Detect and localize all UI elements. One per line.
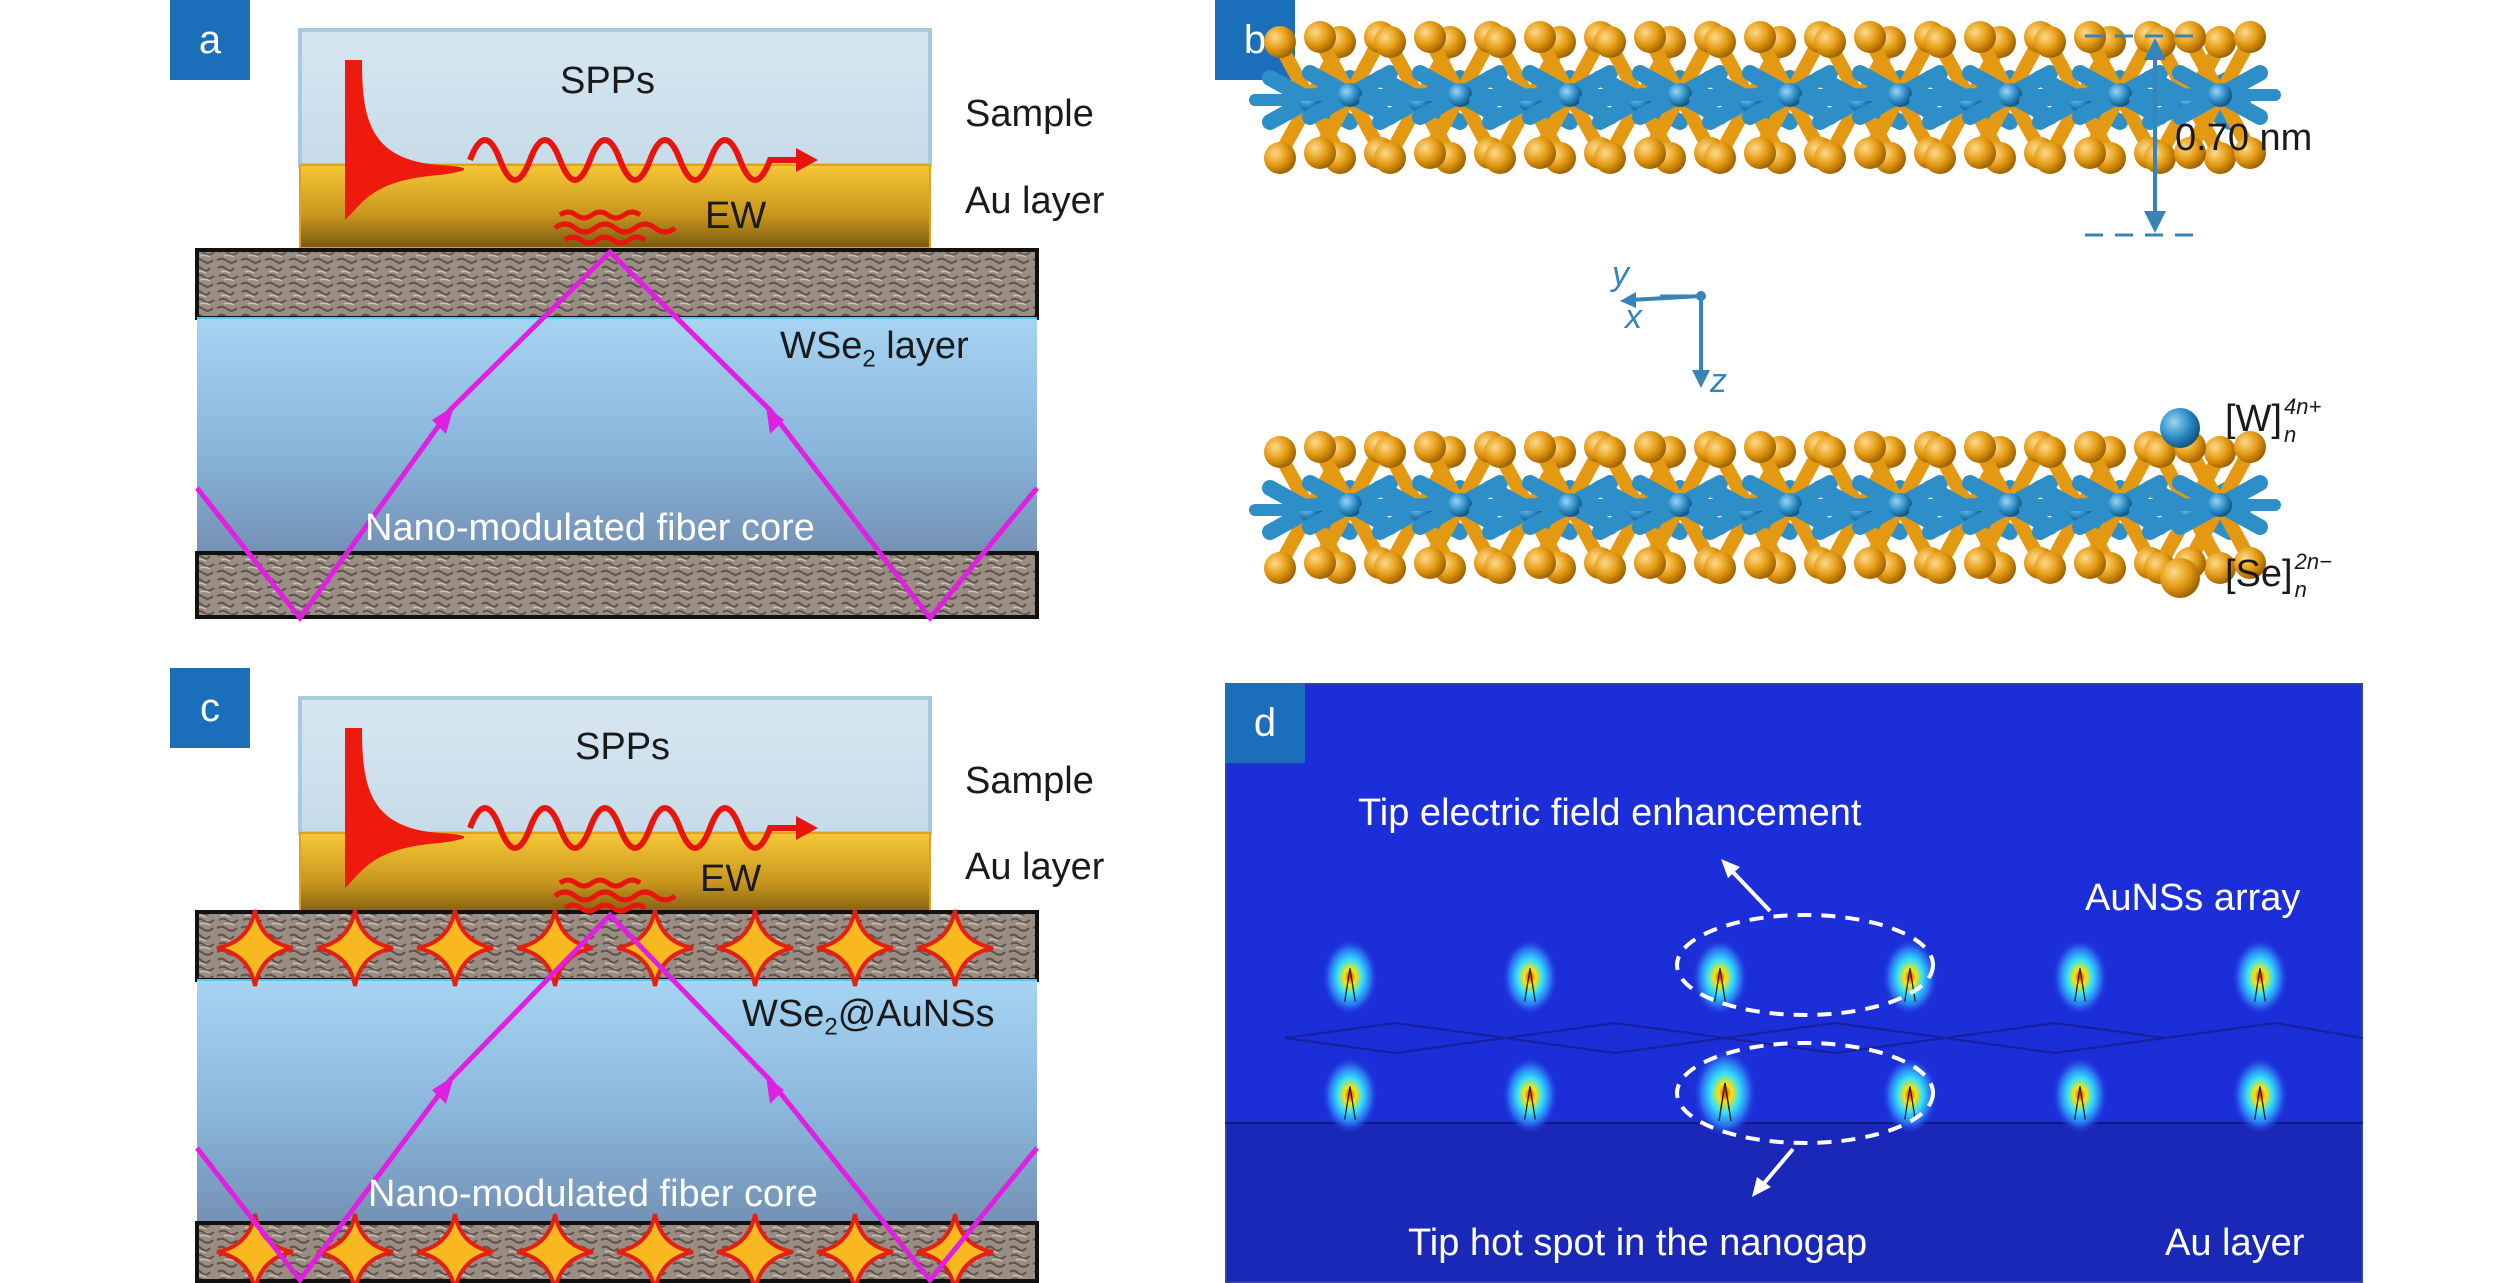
sample-block: [298, 28, 932, 167]
b-axis-z: z: [1710, 362, 1727, 400]
fiber-core: [197, 318, 1037, 553]
b-legend-se: [Se] 2n− n: [2225, 549, 2332, 602]
d-tip-field-label: Tip electric field enhancement: [1358, 792, 1862, 834]
hotspot: [1501, 1055, 1559, 1135]
hotspot: [2231, 937, 2289, 1017]
panel-tag-d: d: [1225, 683, 1305, 763]
ew-wave: [553, 209, 677, 246]
light-ray: [195, 911, 1039, 1283]
panel-b-crystal: [1200, 0, 2520, 598]
spp-wave: [467, 137, 800, 183]
panel-tag-c: c: [170, 668, 250, 748]
legend-se-atom: [2160, 558, 2200, 598]
spp-wave: [467, 805, 800, 851]
hotspot: [2231, 1055, 2289, 1135]
hotspot: [1501, 937, 1559, 1017]
a-layer-label: WSe2 layer: [780, 325, 969, 373]
tip-field-ellipse: [1675, 913, 1935, 1017]
hotspot: [1321, 1055, 1379, 1135]
d-au-label: Au layer: [2165, 1222, 2305, 1264]
ew-wave: [553, 877, 677, 914]
axes-icon: [1620, 291, 1710, 388]
panel-d-field-map: [1225, 683, 2363, 1283]
b-legend-w: [W] 4n+ n: [2225, 394, 2322, 447]
hotspot: [2051, 1055, 2109, 1135]
c-layer-label: WSe2@AuNSs: [742, 993, 995, 1041]
a-spps-label: SPPs: [560, 60, 656, 102]
b-thickness-label: 0.70 nm: [2175, 117, 2313, 159]
a-au-label: Au layer: [965, 180, 1105, 222]
a-sample-label: Sample: [965, 93, 1094, 135]
light-ray: [195, 248, 1039, 623]
c-ew-label: EW: [700, 858, 762, 900]
c-core-label: Nano-modulated fiber core: [368, 1173, 818, 1215]
b-axis-x: x: [1625, 298, 1642, 336]
d-hot-spot-label: Tip hot spot in the nanogap: [1408, 1222, 1868, 1264]
panel-c-diagram: [195, 696, 1039, 1283]
spp-field-profile: [345, 60, 465, 220]
panel-tag-a: a: [170, 0, 250, 80]
hotspot: [1321, 937, 1379, 1017]
legend-w-atom: [2160, 408, 2200, 448]
sample-block: [298, 696, 932, 835]
wse2-bottom-layer: [1255, 431, 2275, 584]
c-sample-label: Sample: [965, 760, 1094, 802]
a-ew-label: EW: [705, 195, 767, 237]
c-spps-label: SPPs: [575, 726, 671, 768]
a-core-label: Nano-modulated fiber core: [365, 507, 815, 549]
nanogap-ellipse: [1675, 1041, 1935, 1145]
hotspot: [2051, 937, 2109, 1017]
wse2-top-layer: [1255, 21, 2275, 174]
d-array-label: AuNSs array: [2085, 877, 2301, 919]
hotspot: [1691, 937, 1749, 1017]
spp-field-profile: [345, 728, 465, 888]
b-axis-y: y: [1612, 255, 1629, 293]
c-au-label: Au layer: [965, 846, 1105, 888]
hotspot: [1881, 1055, 1939, 1135]
fiber-core: [197, 980, 1037, 1223]
panel-a-diagram: [195, 28, 1039, 623]
